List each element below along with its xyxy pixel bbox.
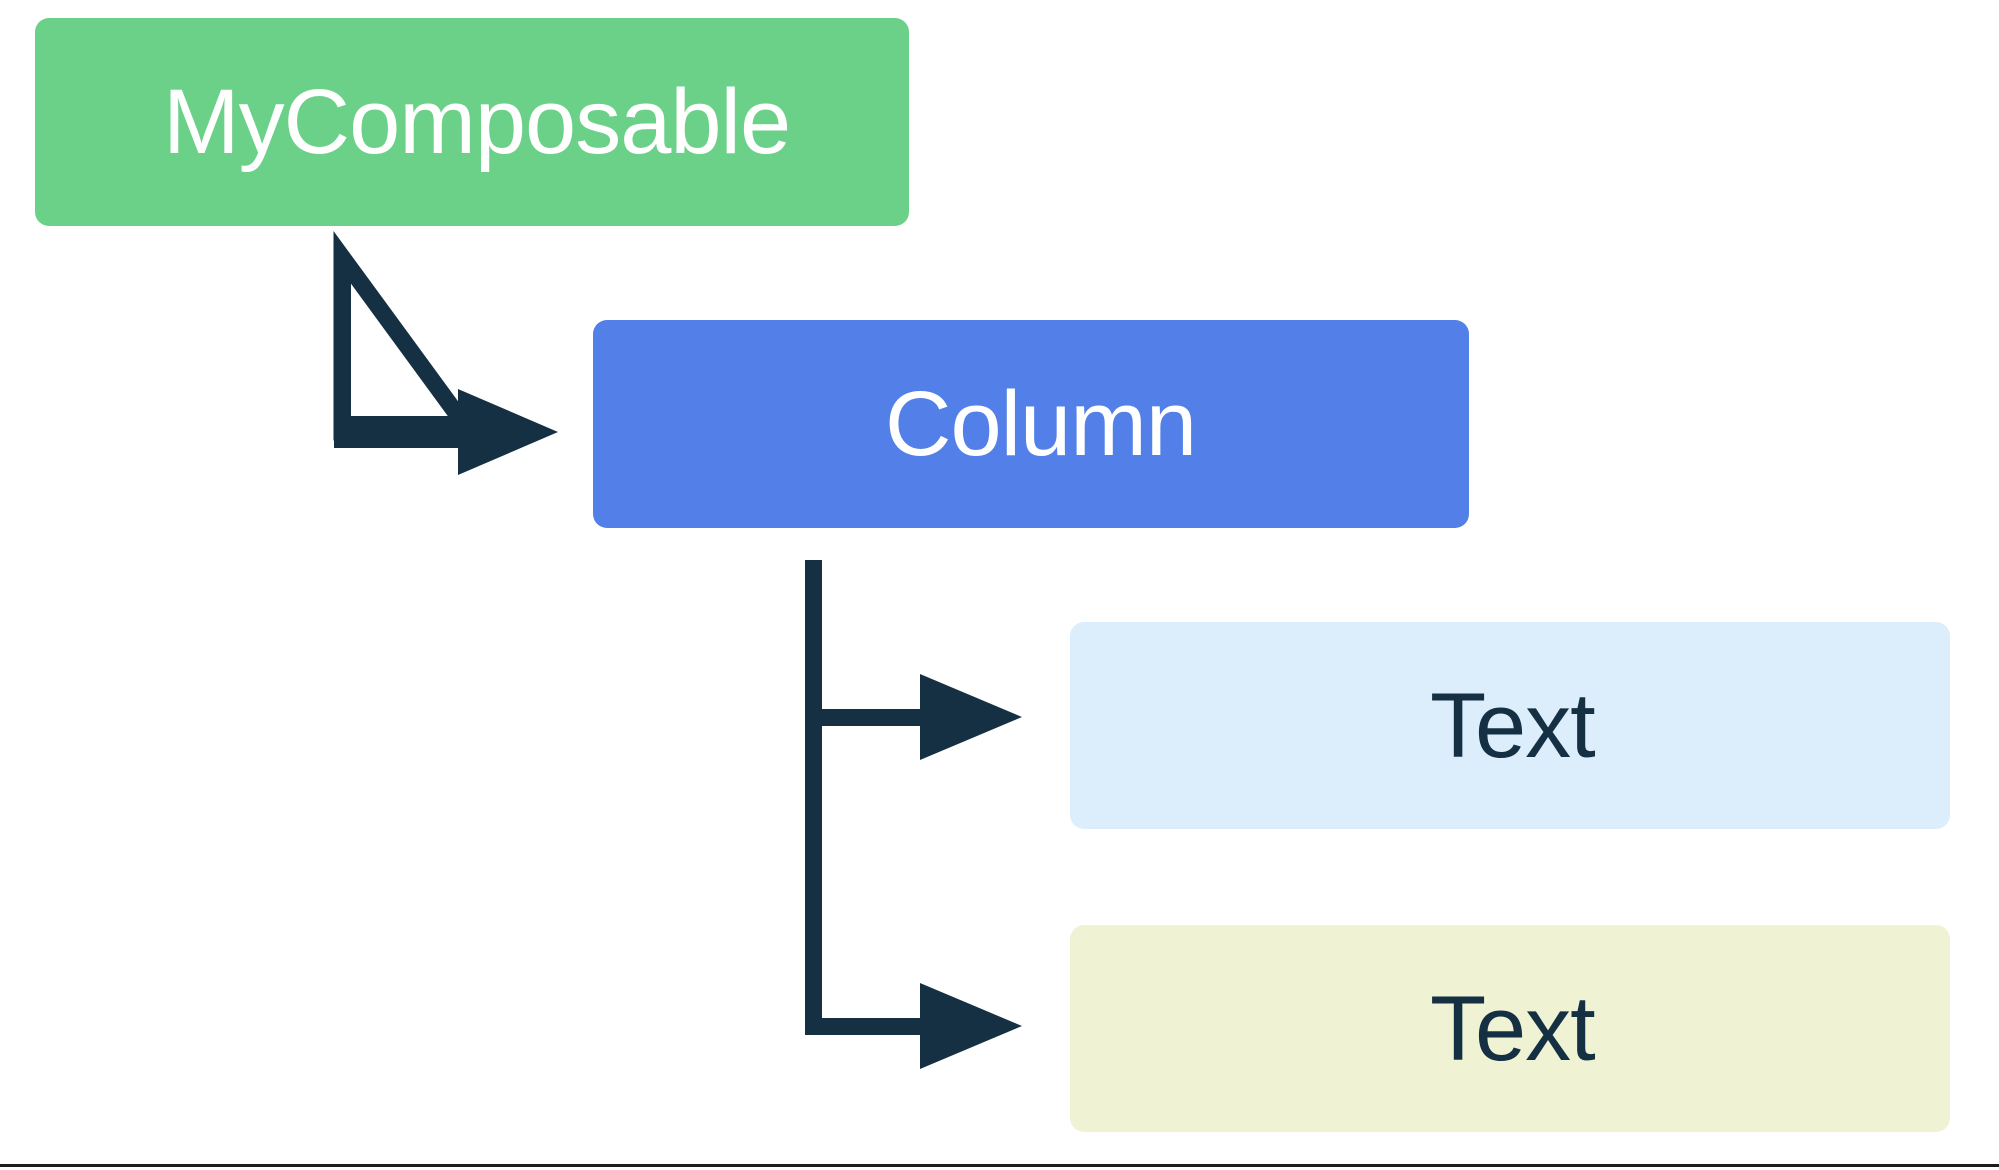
node-label-text-first: Text	[1430, 674, 1596, 777]
node-label-text-second: Text	[1430, 977, 1596, 1080]
edge-column-to-text-2	[805, 983, 1022, 1069]
arrowhead-icon	[920, 983, 1022, 1069]
edge-column-trunk	[805, 560, 822, 1035]
edge-root-to-column	[333, 230, 558, 475]
node-label-column: Column	[885, 373, 1197, 475]
edge-column-to-text-1	[805, 674, 1022, 760]
node-label-my-composable: MyComposable	[163, 71, 791, 173]
arrowhead-icon	[920, 674, 1022, 760]
node-column[interactable]: Column	[593, 320, 1469, 528]
node-text-second[interactable]: Text	[1070, 925, 1950, 1132]
arrowhead-icon	[458, 389, 558, 475]
bottom-divider	[0, 1164, 1999, 1167]
node-my-composable[interactable]: MyComposable	[35, 18, 909, 226]
node-text-first[interactable]: Text	[1070, 622, 1950, 829]
